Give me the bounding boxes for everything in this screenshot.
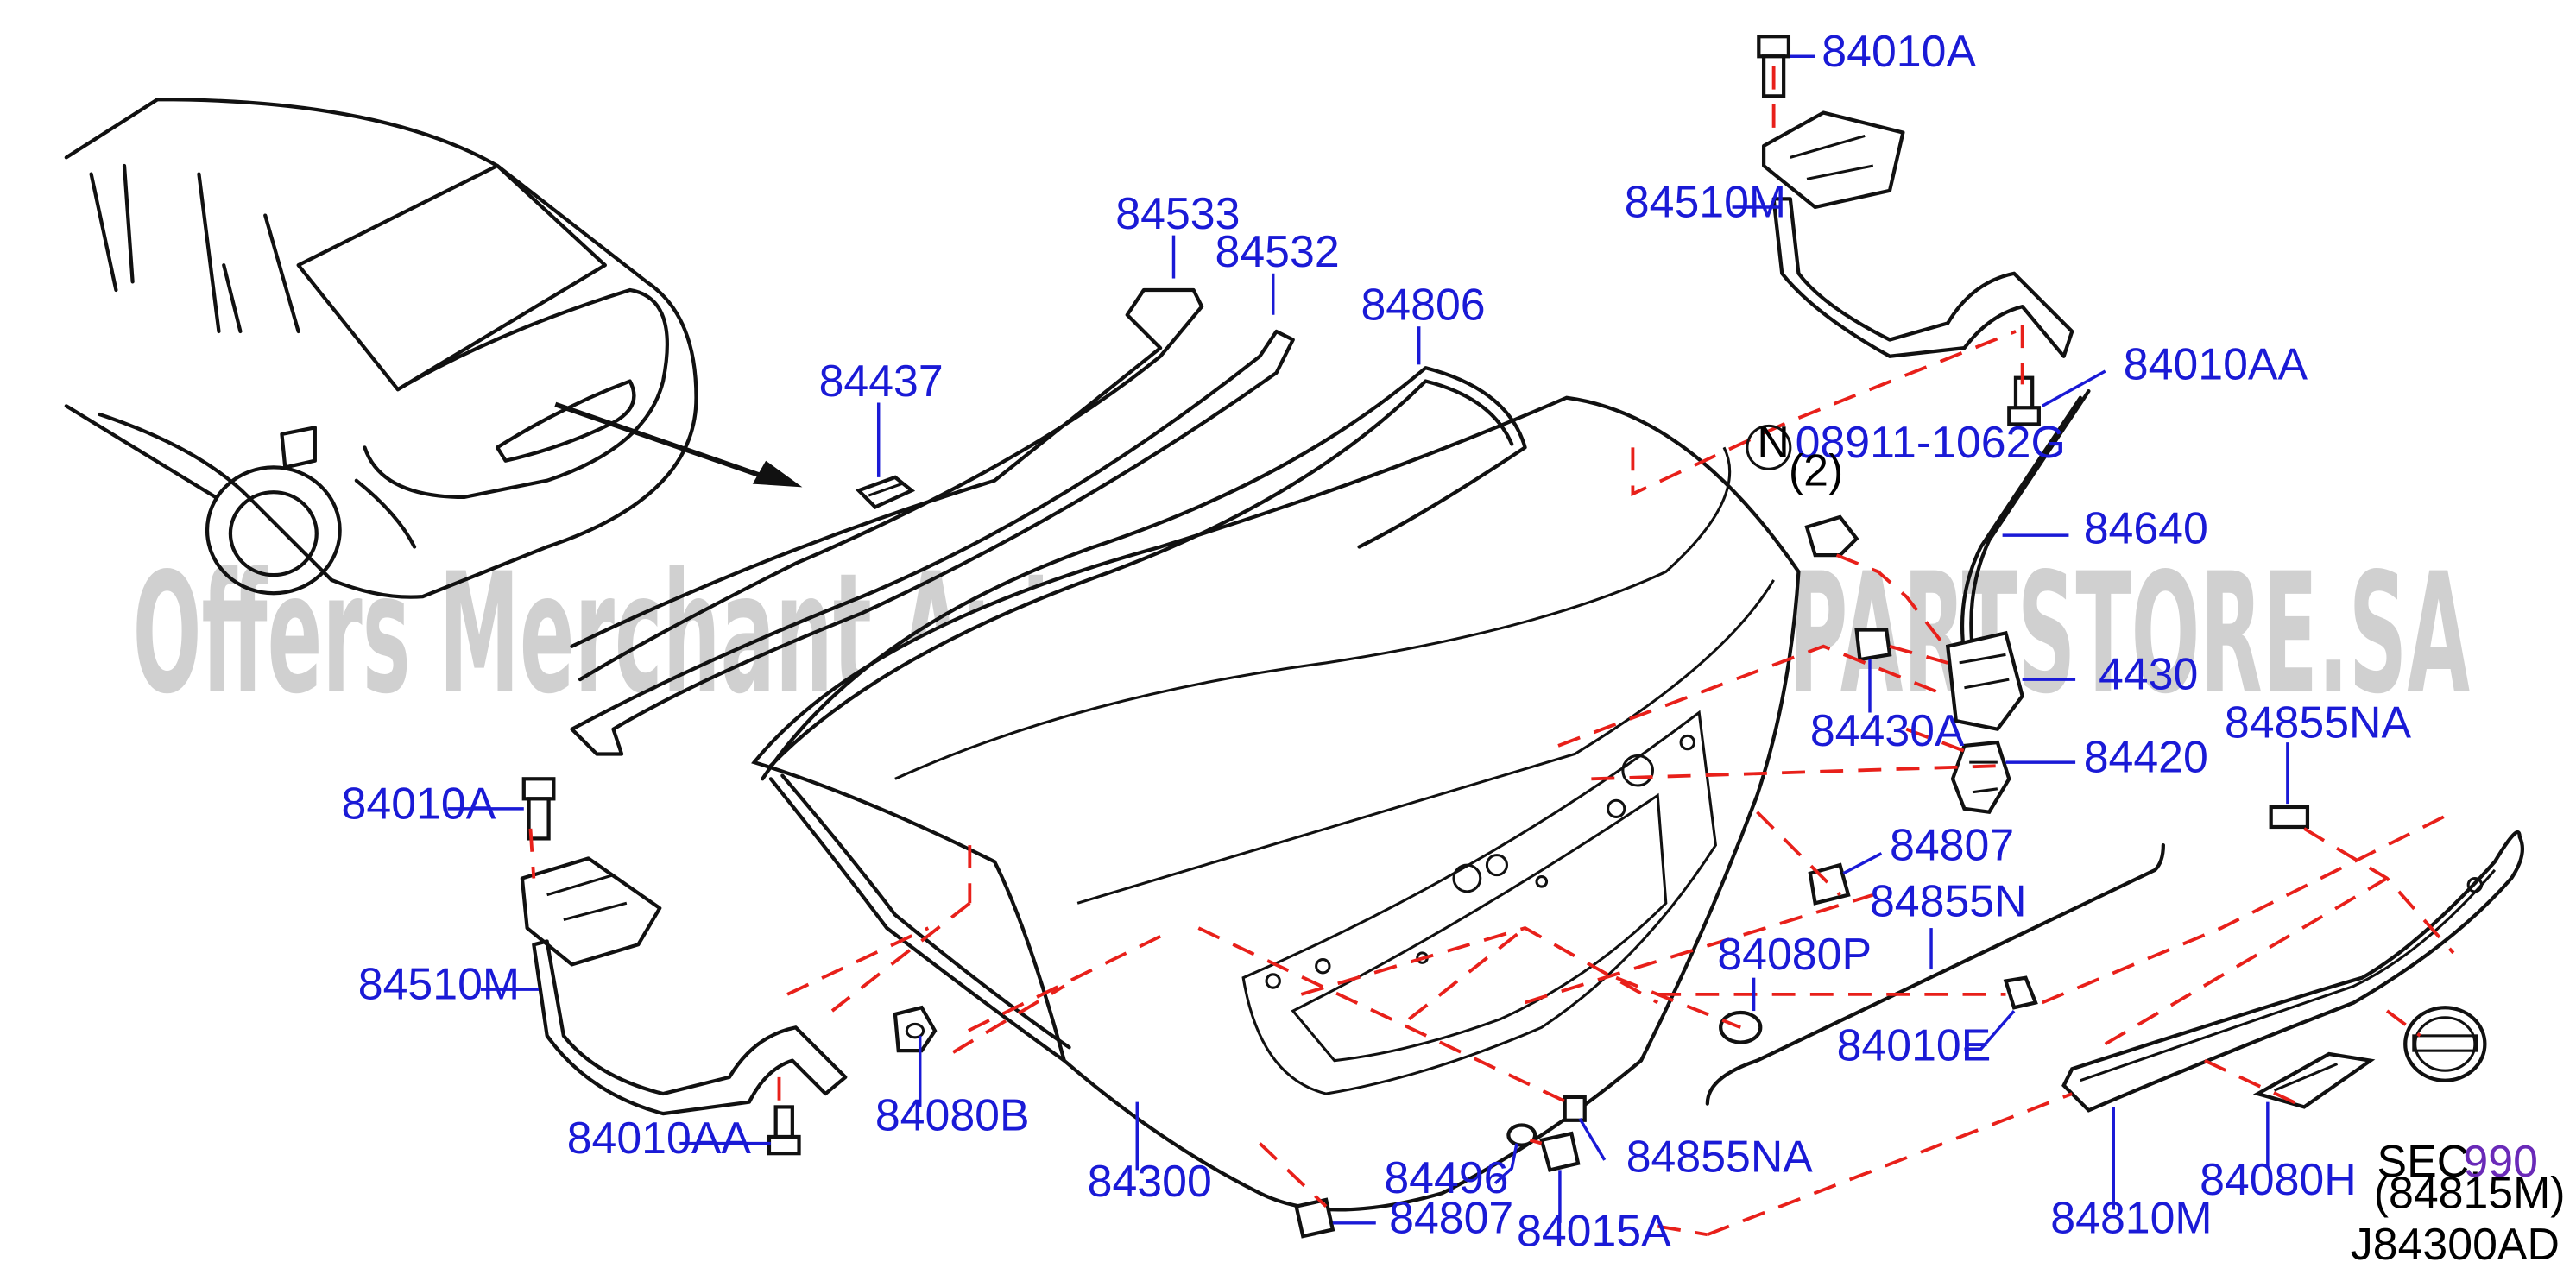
clip-84010E — [2003, 975, 2038, 1010]
pad-84855NA-bottom — [1563, 1095, 1587, 1122]
label-84430A: 84430A — [1810, 705, 1965, 755]
hinge-84510M-right — [1761, 110, 2074, 358]
lamp-84080H — [2252, 1051, 2376, 1109]
direction-arrow — [554, 401, 803, 488]
label-84300: 84300 — [1088, 1156, 1212, 1206]
leader-lines — [447, 54, 2289, 1225]
cylinder-84430A — [1854, 628, 1892, 662]
label-84806: 84806 — [1361, 280, 1485, 330]
rod-84640 — [1960, 388, 2091, 657]
striker-84420 — [1950, 740, 2011, 814]
label-84010A-top: 84010A — [1822, 26, 1976, 76]
diagram-reference-code: J84300AD — [2351, 1219, 2560, 1269]
bolt-84010A-left — [521, 777, 556, 841]
vehicle-outline-illustration — [64, 98, 698, 599]
label-84640: 84640 — [2084, 503, 2208, 553]
label-84855NA-bottom: 84855NA — [1626, 1131, 1814, 1181]
label-08911-qty: (2) — [1789, 445, 1843, 495]
hinge-84510M-left — [520, 856, 848, 1116]
label-84807-bottom: 84807 — [1389, 1192, 1513, 1242]
plug-84080P — [1719, 1010, 1763, 1044]
trunk-lid-84300 — [751, 395, 1801, 1212]
finisher-84810M — [2061, 830, 2524, 1113]
label-sec-prefix: SEC. — [2377, 1136, 2482, 1186]
label-84810M: 84810M — [2050, 1192, 2212, 1242]
label-84496: 84496 — [1384, 1152, 1508, 1202]
bolt-84010AA-left — [767, 1105, 801, 1156]
callout-labels: 84010A 84510M 84010AA N 08911-1062G (2) … — [342, 26, 2566, 1269]
dashed-assembly-guides — [528, 66, 2455, 1237]
label-84010AA-top: 84010AA — [2124, 339, 2308, 389]
emblem-84815M — [2403, 1006, 2487, 1082]
label-84510M-left: 84510M — [358, 959, 520, 1009]
label-84510M-top: 84510M — [1625, 176, 1786, 226]
label-84080H: 84080H — [2200, 1154, 2357, 1204]
switch-84015A — [1539, 1131, 1581, 1172]
label-84015A: 84015A — [1517, 1206, 1671, 1256]
label-84855NA-right: 84855NA — [2225, 697, 2412, 747]
label-84010AA-left: 84010AA — [567, 1113, 752, 1163]
label-84807-mid: 84807 — [1890, 819, 2014, 869]
label-08911: 08911-1062G — [1796, 417, 2066, 467]
bolt-84010AA-top — [2007, 375, 2041, 426]
bolt-84010A-top — [1757, 35, 1791, 98]
label-84010E: 84010E — [1837, 1020, 1992, 1070]
bumper-84807-bottom — [1294, 1197, 1335, 1239]
release-cables — [570, 287, 1295, 756]
label-84437: 84437 — [819, 356, 944, 406]
label-sec-ref: (84815M) — [2374, 1168, 2566, 1218]
label-84532: 84532 — [1215, 226, 1340, 276]
clip-84437 — [855, 475, 916, 509]
grommet-84080B — [893, 1005, 938, 1053]
label-84080P: 84080P — [1717, 929, 1872, 979]
nut-08911 — [1804, 514, 1859, 558]
weatherstrip-84806 — [761, 366, 1527, 1063]
washer-84496 — [1506, 1123, 1537, 1147]
label-84533: 84533 — [1115, 188, 1240, 238]
label-08911-marker: N — [1757, 417, 1789, 467]
label-84855N: 84855N — [1870, 876, 2027, 926]
label-84080B: 84080B — [875, 1089, 1030, 1139]
pad-84855NA-right — [2269, 805, 2310, 830]
lock-84630 — [1945, 630, 2024, 732]
label-84420: 84420 — [2084, 732, 2208, 782]
label-84010A-left: 84010A — [342, 778, 496, 828]
label-sec-number: 990 — [2463, 1136, 2537, 1186]
seal-84855N — [1705, 842, 2165, 1106]
label-84430: 4430 — [2099, 649, 2198, 699]
